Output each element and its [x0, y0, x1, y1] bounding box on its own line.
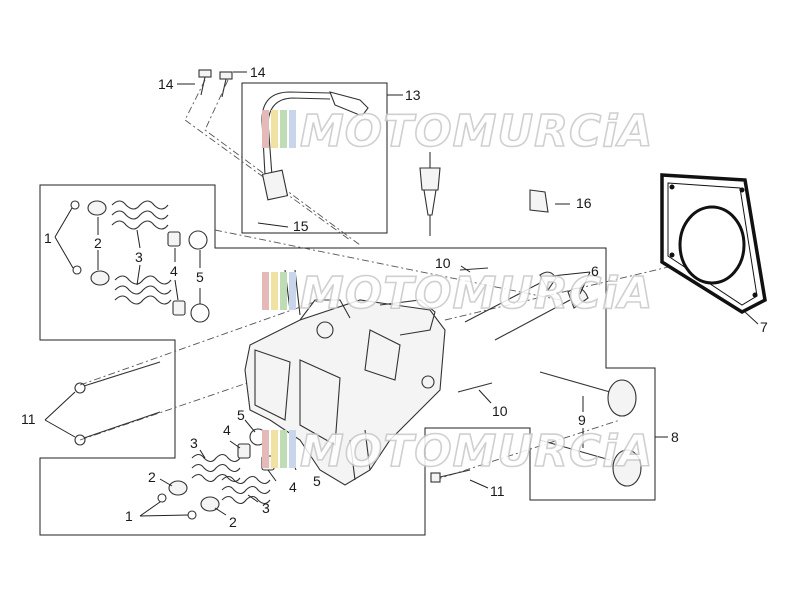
leader-lines [44, 71, 759, 517]
watermark-logo: MOTOMURCiA [262, 105, 653, 158]
callout-3: 3 [262, 500, 270, 516]
intake-valve [539, 371, 637, 417]
center-line [79, 364, 301, 441]
stud [457, 382, 493, 393]
callout-8: 8 [671, 429, 679, 445]
callout-5: 5 [237, 407, 245, 423]
callout-1: 1 [125, 508, 133, 524]
exhaust-valve [464, 271, 557, 323]
callout-14: 14 [158, 76, 174, 92]
callout-3: 3 [135, 249, 143, 265]
watermark-logo: MOTOMURCiA [262, 267, 653, 320]
callout-labels: 1 2 3 4 5 6 7 8 9 10 10 11 11 13 14 14 1… [21, 64, 768, 530]
upper-valve-train [70, 200, 210, 323]
callout-2: 2 [148, 469, 156, 485]
watermark-text: MOTOMURCiA [300, 268, 653, 319]
callout-10: 10 [435, 255, 451, 271]
short-bolt [430, 469, 471, 483]
bracket-clip [529, 189, 549, 213]
callout-2: 2 [229, 514, 237, 530]
callout-11: 11 [490, 483, 505, 499]
long-stud-bolt [74, 411, 161, 446]
callout-2: 2 [94, 235, 102, 251]
center-line [444, 249, 741, 321]
callout-5: 5 [313, 473, 321, 489]
callout-3: 3 [190, 435, 198, 451]
callout-1: 1 [44, 230, 52, 246]
callout-16: 16 [576, 195, 592, 211]
watermark-text: MOTOMURCiA [300, 426, 653, 477]
center-line [214, 229, 561, 301]
watermark-text: MOTOMURCiA [300, 106, 653, 157]
left-upper-frame [39, 184, 656, 536]
callout-10: 10 [492, 403, 508, 419]
center-line [79, 299, 321, 386]
callout-4: 4 [289, 479, 297, 495]
temperature-sensor [419, 152, 441, 236]
center-line [204, 79, 361, 246]
intake-valve [539, 439, 642, 487]
flange-bolt [198, 69, 212, 96]
callout-15: 15 [293, 218, 309, 234]
callout-6: 6 [591, 263, 599, 279]
callout-11: 11 [21, 411, 36, 427]
callout-13: 13 [405, 87, 421, 103]
callout-5: 5 [196, 269, 204, 285]
callout-14: 14 [250, 64, 266, 80]
center-line [184, 79, 351, 241]
valve-guide [459, 267, 489, 271]
head-gasket [660, 173, 767, 315]
callout-4: 4 [170, 263, 178, 279]
flange-bolt [219, 71, 233, 98]
callout-4: 4 [223, 422, 231, 438]
callout-9: 9 [578, 412, 586, 428]
center-line [434, 419, 621, 481]
callout-7: 7 [760, 319, 768, 335]
watermark-logo: MOTOMURCiA [262, 425, 653, 478]
long-stud-bolt [74, 361, 161, 394]
